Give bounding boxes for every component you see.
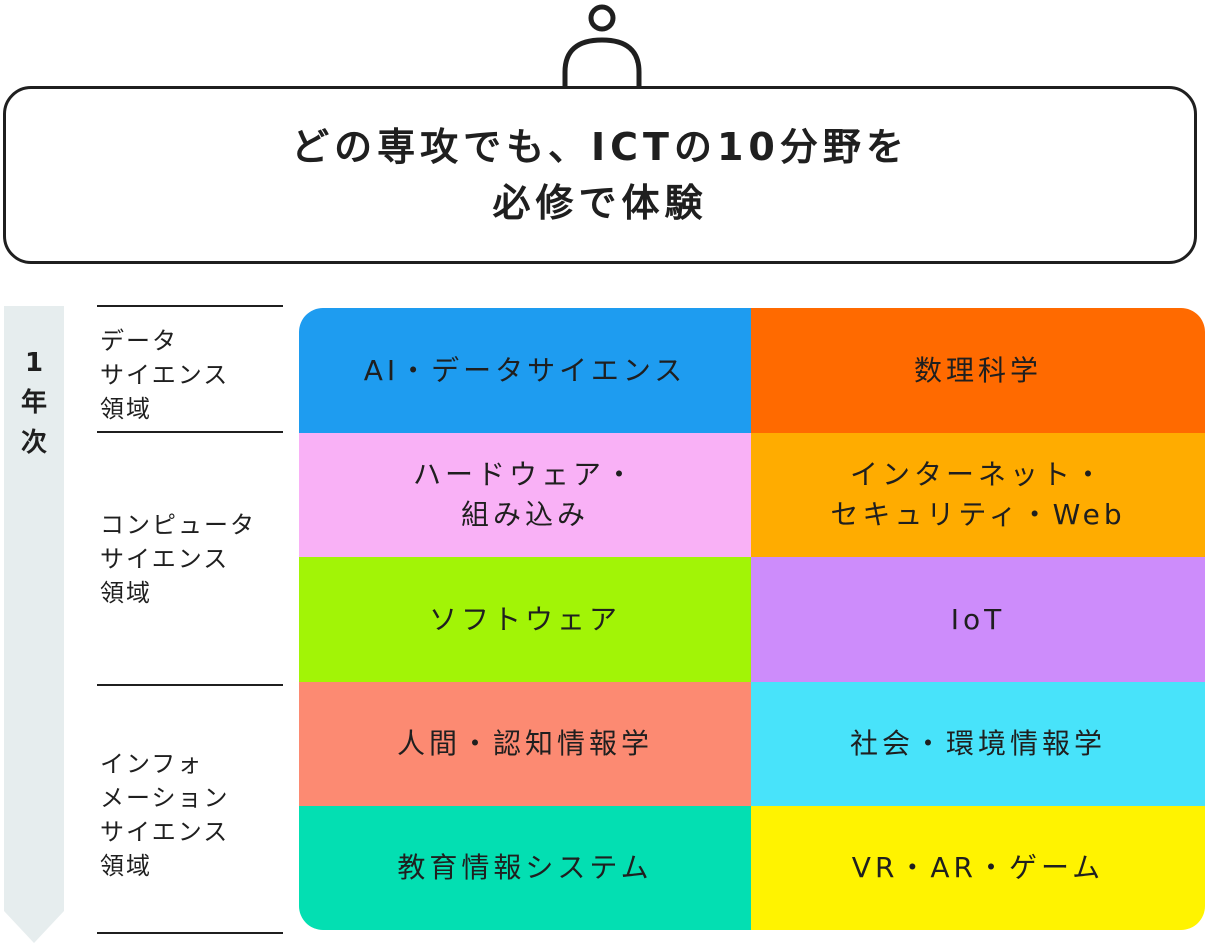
field-label: セキュリティ・Web: [830, 498, 1126, 531]
domain-label-line: データ: [100, 327, 178, 355]
field-mathematical-science: 数理科学: [751, 308, 1205, 433]
field-label: AI・データサイエンス: [363, 353, 687, 387]
field-label: IoT: [950, 602, 1006, 636]
field-label: ソフトウェア: [428, 602, 621, 636]
field-software: ソフトウェア: [299, 557, 751, 682]
field-label: 教育情報システム: [397, 851, 653, 884]
domain-label-line: メーション: [100, 784, 230, 812]
domain-label-line: サイエンス: [100, 545, 230, 573]
domain-label-line: 領域: [100, 579, 152, 607]
domain-label-line: 領域: [100, 852, 152, 880]
domain-label-line: インフォ: [100, 750, 204, 778]
domain-divider: [97, 932, 283, 934]
field-label: 数理科学: [913, 353, 1042, 387]
domain-divider: [97, 305, 283, 307]
field-iot: IoT: [751, 557, 1205, 682]
field-label: インターネット・: [849, 458, 1106, 491]
field-label: 社会・環境情報学: [849, 727, 1106, 760]
headline-line-1: どの専攻でも、ICTの10分野を: [291, 125, 909, 169]
field-label: 組み込み: [460, 498, 589, 531]
year-label-char: 年: [20, 388, 47, 418]
domain-label-information-science: インフォ メーション サイエンス 領域: [100, 747, 230, 883]
domain-label-data-science: データ サイエンス 領域: [100, 324, 229, 426]
headline-line-2: 必修で体験: [492, 181, 708, 225]
year-label-char: 次: [20, 428, 47, 458]
domain-label-computer-science: コンピュータ サイエンス 領域: [100, 508, 256, 610]
domain-label-line: サイエンス: [100, 361, 230, 389]
field-grid: AI・データサイエンス 数理科学 ハードウェア・ 組み込み インターネット・ セ…: [299, 308, 1205, 930]
domain-divider: [97, 431, 283, 433]
field-ai-data-science: AI・データサイエンス: [299, 308, 751, 433]
field-educational-information-systems: 教育情報システム: [299, 806, 751, 930]
field-label: VR・AR・ゲーム: [851, 851, 1105, 884]
field-label: ハードウェア・: [412, 458, 637, 491]
year-arrow: [4, 306, 64, 943]
year-label-char: 1: [24, 348, 44, 378]
domain-label-line: 領域: [100, 395, 152, 423]
field-hardware-embedded: ハードウェア・ 組み込み: [299, 433, 751, 557]
year-label: 1 年 次: [8, 343, 60, 463]
domain-label-line: サイエンス: [100, 818, 230, 846]
person-icon: [562, 4, 642, 98]
domain-divider: [97, 684, 283, 686]
field-internet-security-web: インターネット・ セキュリティ・Web: [751, 433, 1205, 557]
field-vr-ar-game: VR・AR・ゲーム: [751, 806, 1205, 930]
field-social-environmental-informatics: 社会・環境情報学: [751, 682, 1205, 806]
domain-label-line: コンピュータ: [100, 511, 256, 539]
field-label: 人間・認知情報学: [396, 727, 653, 760]
field-human-cognitive-informatics: 人間・認知情報学: [299, 682, 751, 806]
headline-banner: どの専攻でも、ICTの10分野を 必修で体験: [3, 86, 1197, 264]
